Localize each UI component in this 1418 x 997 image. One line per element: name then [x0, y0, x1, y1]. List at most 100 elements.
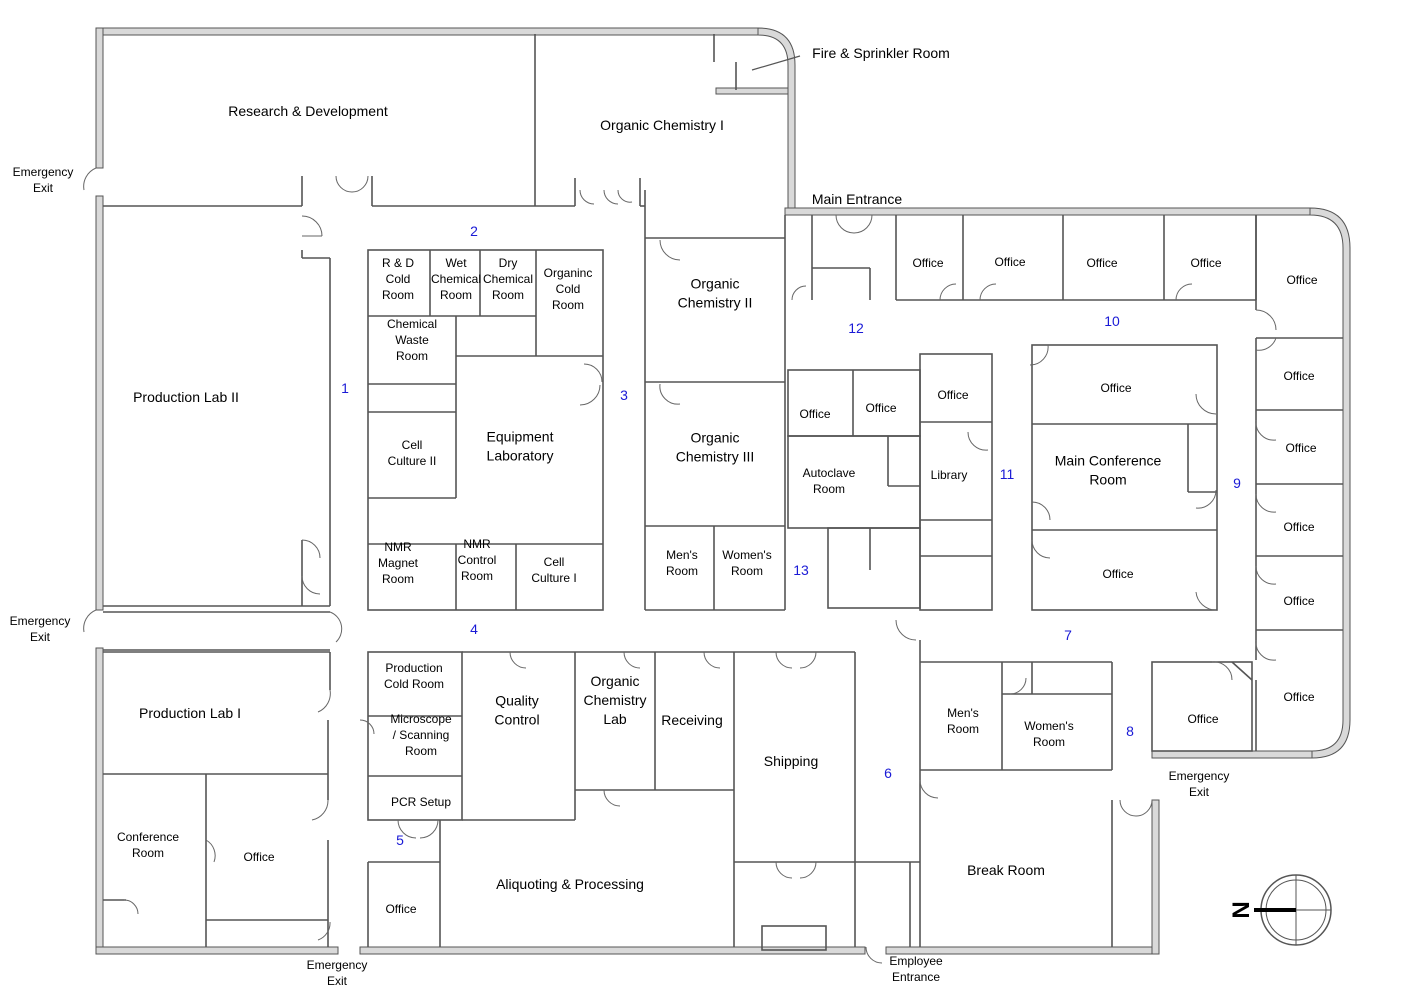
office-top-3-label-line: Office — [1086, 256, 1117, 270]
nmr-control-room-label-line: Room — [461, 569, 493, 583]
organic-chemistry-3-label-line: Chemistry III — [676, 449, 755, 465]
corridor-number-1: 1 — [341, 380, 349, 396]
office-east-3-label: Office — [1283, 520, 1314, 534]
microscope-scanning-room-label-line: Room — [405, 744, 437, 758]
aliquoting-processing-label-line: Aliquoting & Processing — [496, 876, 644, 892]
nmr-magnet-room-label-line: NMR — [384, 540, 412, 554]
office-12b-label-line: Office — [865, 401, 896, 415]
aliquoting-processing-label: Aliquoting & Processing — [496, 876, 644, 892]
rd-cold-room-label-line: Room — [382, 288, 414, 302]
corridor-number-6: 6 — [884, 765, 892, 781]
office-se-label-line: Office — [1187, 712, 1218, 726]
equipment-laboratory-label-line: Equipment — [487, 429, 554, 445]
corridor-number-8: 8 — [1126, 723, 1134, 739]
emergency-exit-w-label-line: Emergency — [10, 614, 71, 628]
production-cold-room-label-line: Cold Room — [384, 677, 444, 691]
door-swings — [83, 167, 1277, 964]
receiving-label: Receiving — [661, 712, 722, 728]
corridor-number-2: 2 — [470, 223, 478, 239]
nmr-magnet-room-label-line: Magnet — [378, 556, 419, 570]
office-corner-ne-label: Office — [1286, 273, 1317, 287]
nmr-control-room-label-line: Control — [458, 553, 497, 567]
organic-chemistry-3-label-line: Organic — [690, 430, 739, 446]
outer-walls — [95, 27, 1351, 955]
organic-chemistry-2-label-line: Chemistry II — [678, 295, 753, 311]
mens-room-east-label-line: Room — [947, 722, 979, 736]
organic-chemistry-1-label: Organic Chemistry I — [600, 117, 724, 133]
office-corner-ne-label-line: Office — [1286, 273, 1317, 287]
office-se-label: Office — [1187, 712, 1218, 726]
fire-sprinkler-room-label-line: Fire & Sprinkler Room — [812, 45, 950, 61]
chemical-waste-room-label-line: Chemical — [387, 317, 437, 331]
pcr-setup-label-line: PCR Setup — [391, 795, 451, 809]
organic-chemistry-1-label-line: Organic Chemistry I — [600, 117, 724, 133]
corridor-number-10: 10 — [1104, 313, 1120, 329]
microscope-scanning-room-label-line: / Scanning — [393, 728, 450, 742]
organic-cold-room-label-line: Cold — [556, 282, 581, 296]
office-east-2-label: Office — [1285, 441, 1316, 455]
emergency-exit-se-label-line: Emergency — [1169, 769, 1230, 783]
quality-control-label-line: Quality — [495, 693, 539, 709]
office-12a-label: Office — [799, 407, 830, 421]
corridor-number-13: 13 — [793, 562, 809, 578]
main-entrance-label-line: Main Entrance — [812, 191, 902, 207]
office-top-1-label-line: Office — [912, 256, 943, 270]
production-lab-2-label-line: Production Lab II — [133, 389, 239, 405]
office-east-4-label: Office — [1283, 594, 1314, 608]
cell-culture-1-label-line: Culture I — [531, 571, 576, 585]
womens-room-west-label-line: Women's — [722, 548, 771, 562]
office-sw-label-line: Office — [243, 850, 274, 864]
microscope-scanning-room-label-line: Microscope — [390, 712, 452, 726]
break-room-label: Break Room — [967, 862, 1045, 878]
womens-room-west-label-line: Room — [731, 564, 763, 578]
production-lab-1-label-line: Production Lab I — [139, 705, 241, 721]
dry-chemical-room-label-line: Dry — [499, 256, 518, 270]
organic-chemistry-lab-label-line: Chemistry — [583, 692, 646, 708]
office-top-1-label: Office — [912, 256, 943, 270]
wet-chemical-room-label-line: Chemical — [431, 272, 481, 286]
wet-chemical-room-label-line: Room — [440, 288, 472, 302]
office-inner-2-label-line: Office — [1102, 567, 1133, 581]
organic-cold-room-label-line: Room — [552, 298, 584, 312]
fire-sprinkler-room-label: Fire & Sprinkler Room — [812, 45, 950, 61]
rd-cold-room-label-line: R & D — [382, 256, 414, 270]
dry-chemical-room-label-line: Chemical — [483, 272, 533, 286]
office-south-label-line: Office — [385, 902, 416, 916]
office-south-label: Office — [385, 902, 416, 916]
office-east-3-label-line: Office — [1283, 520, 1314, 534]
office-top-4-label: Office — [1190, 256, 1221, 270]
womens-room-east-label-line: Women's — [1024, 719, 1073, 733]
library-label: Library — [931, 468, 968, 482]
office-east-2-label-line: Office — [1285, 441, 1316, 455]
office-12b-label: Office — [865, 401, 896, 415]
library-label-line: Library — [931, 468, 968, 482]
conference-room-sw-label-line: Conference — [117, 830, 179, 844]
emergency-exit-nw-label-line: Emergency — [13, 165, 74, 179]
employee-entrance-label-line: Employee — [889, 954, 943, 968]
corridor-number-12: 12 — [848, 320, 864, 336]
mens-room-west-label-line: Room — [666, 564, 698, 578]
nmr-magnet-room-label-line: Room — [382, 572, 414, 586]
shipping-label-line: Shipping — [764, 753, 819, 769]
emergency-exit-nw-label-line: Exit — [33, 181, 54, 195]
shipping-label: Shipping — [764, 753, 819, 769]
chemical-waste-room-label-line: Room — [396, 349, 428, 363]
